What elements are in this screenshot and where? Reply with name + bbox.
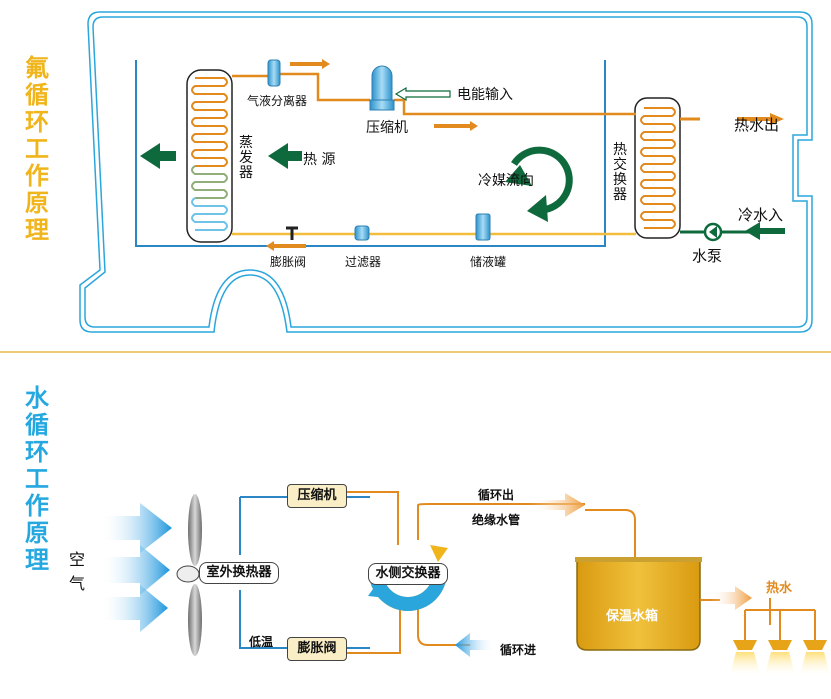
bottom-title-char: 理 <box>25 546 49 574</box>
evaporator-char: 蒸 <box>239 135 253 151</box>
top-inner-frame <box>135 60 606 247</box>
bottom-title-char: 水 <box>25 384 49 412</box>
exchanger-char: 交 <box>613 157 627 173</box>
air-label: 空 气 <box>68 548 86 596</box>
refrigerant-cycle-arrowhead2 <box>527 195 548 222</box>
insulated-pipe-label: 绝缘水管 <box>472 513 521 527</box>
bottom-title-char: 作 <box>25 492 49 520</box>
compressor-vessel <box>369 65 395 111</box>
heat-source-label: 热 源 <box>303 152 336 168</box>
top-title-char: 环 <box>25 108 49 136</box>
loop-in-arrow <box>455 633 495 657</box>
cold-water-in-label: 冷水入 <box>738 206 784 224</box>
refrigerant-flow-label: 冷媒流向 <box>478 173 534 189</box>
pump-label: 水泵 <box>692 247 723 265</box>
top-title-char: 理 <box>25 216 49 244</box>
refrigerant-cycle-arrowhead <box>505 165 532 186</box>
expansion-valve-label: 膨胀阀 <box>270 255 307 269</box>
loop-out-label: 循环出 <box>478 488 515 502</box>
power-input-arrow <box>394 86 451 102</box>
separator-vessel <box>267 59 281 87</box>
water-pump-symbol <box>703 222 723 242</box>
exchanger-label: 热 交 换 器 <box>612 143 628 203</box>
water-exchanger-box: 水侧交换器 <box>368 563 448 585</box>
refrigerant-cycle-arrow <box>511 146 573 214</box>
bottom-title-char: 原 <box>25 519 49 547</box>
top-title-char: 氟 <box>25 54 49 82</box>
hot-pipes <box>346 491 636 654</box>
hot-water-pipe <box>700 586 816 640</box>
hot-water-out-label: 热水出 <box>734 116 780 134</box>
air-char: 空 <box>68 550 85 569</box>
loop-out-arrow <box>530 493 585 517</box>
exchanger-char: 器 <box>613 187 627 203</box>
evaporator-label: 蒸 发 器 <box>238 136 254 181</box>
expansion-valve-symbol <box>286 226 298 240</box>
top-title-char: 作 <box>25 162 49 190</box>
top-title-char: 原 <box>25 189 49 217</box>
bottom-vertical-title: 水 循 环 工 作 原 理 <box>22 385 52 574</box>
low-temp-label: 低温 <box>249 635 274 649</box>
filter-vessel <box>354 225 370 241</box>
hot-water-label: 热水 <box>766 581 793 596</box>
water-tank <box>575 557 702 651</box>
receiver-vessel <box>475 213 491 241</box>
compressor-label: 压缩机 <box>366 120 408 136</box>
top-title-char: 工 <box>25 135 49 163</box>
green-arrows <box>140 143 785 240</box>
air-flow-arrows <box>100 503 172 632</box>
evaporator-coil <box>186 69 233 243</box>
top-vertical-title: 氟 循 环 工 作 原 理 <box>22 55 52 244</box>
receiver-label: 储液罐 <box>470 255 507 269</box>
heat-exchanger-coil <box>634 97 681 239</box>
tank-label: 保温水箱 <box>606 609 659 624</box>
compressor-box: 压缩机 <box>287 484 347 508</box>
bottom-title-char: 工 <box>25 465 49 493</box>
outdoor-loop <box>239 496 370 649</box>
shower-heads <box>730 640 830 675</box>
exchanger-char: 换 <box>613 172 627 188</box>
evaporator-char: 器 <box>239 165 253 181</box>
fan-blades <box>176 494 202 656</box>
bottom-title-char: 环 <box>25 438 49 466</box>
outdoor-exchanger-box: 室外换热器 <box>199 562 279 584</box>
filter-label: 过滤器 <box>345 255 382 269</box>
power-input-label: 电能输入 <box>457 87 513 103</box>
top-housing-outline <box>79 11 813 333</box>
evaporator-char: 发 <box>239 150 253 166</box>
separator-label: 气液分离器 <box>247 94 308 108</box>
expansion-valve-box: 膨胀阀 <box>287 637 347 661</box>
bottom-title-char: 循 <box>25 411 49 439</box>
loop-in-label: 循环进 <box>500 643 537 657</box>
top-title-char: 循 <box>25 81 49 109</box>
air-char: 气 <box>68 574 85 593</box>
exchanger-char: 热 <box>613 142 627 158</box>
flow-arrows-top <box>266 59 784 251</box>
